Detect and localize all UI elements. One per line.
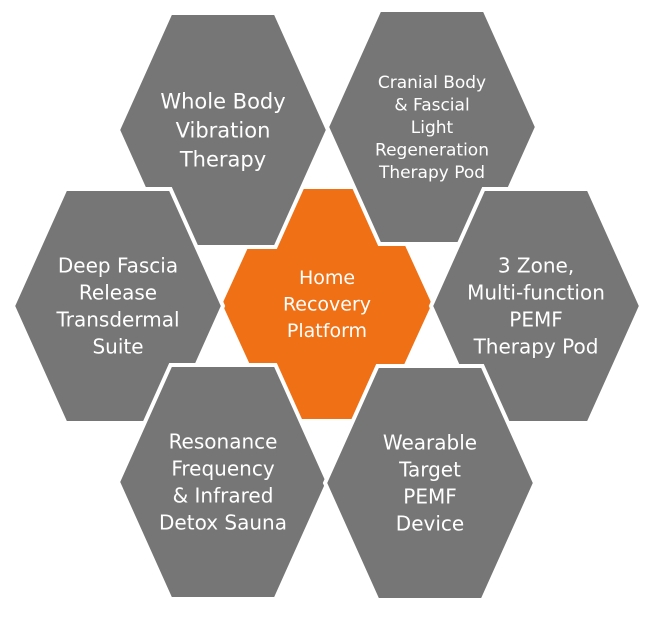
hexagon-label-line: Recovery — [283, 294, 371, 316]
hexagon-label-line: Platform — [287, 320, 367, 342]
hexagon-label-line: & Fascial — [394, 96, 469, 116]
hexagon-label-line: Light — [411, 118, 454, 138]
hexagon-label-line: Deep Fascia — [58, 254, 178, 278]
hexagon-label-line: Home — [299, 267, 355, 289]
hexagon-label-line: & Infrared — [173, 484, 274, 508]
hexagon-shape-bottom-left — [115, 363, 331, 601]
hexagon-label-line: Suite — [92, 335, 143, 359]
hexagon-label-line: Whole Body — [160, 89, 285, 113]
hexagon-label-line: Device — [396, 512, 464, 536]
hexagon-shape-bottom-right — [322, 364, 538, 602]
hexagon-label-line: Frequency — [171, 457, 274, 481]
hexagon-label-line: Transdermal — [55, 308, 179, 332]
hexagon-label-line: Therapy — [179, 147, 266, 171]
hexagon-label-line: Wearable — [383, 431, 477, 455]
hexagon-label-line: Release — [79, 281, 157, 305]
hexagon-label-line: Target — [398, 458, 461, 482]
hexagon-label-line: Therapy Pod — [473, 335, 599, 359]
hexagon-label-line: Multi-function — [467, 281, 605, 305]
hexagon-label-line: Vibration — [176, 118, 271, 142]
hexagon-label-line: Therapy Pod — [378, 163, 485, 183]
hexagon-label-line: PEMF — [509, 308, 562, 332]
hexagon-label-line: Resonance — [169, 430, 278, 454]
hexagon-label-line: PEMF — [403, 485, 456, 509]
hexagon-label-line: 3 Zone, — [498, 254, 574, 278]
hexagon-label-line: Regeneration — [375, 140, 489, 160]
hexagon-label-line: Cranial Body — [378, 73, 486, 93]
hexagon-label-line: Detox Sauna — [159, 511, 287, 535]
